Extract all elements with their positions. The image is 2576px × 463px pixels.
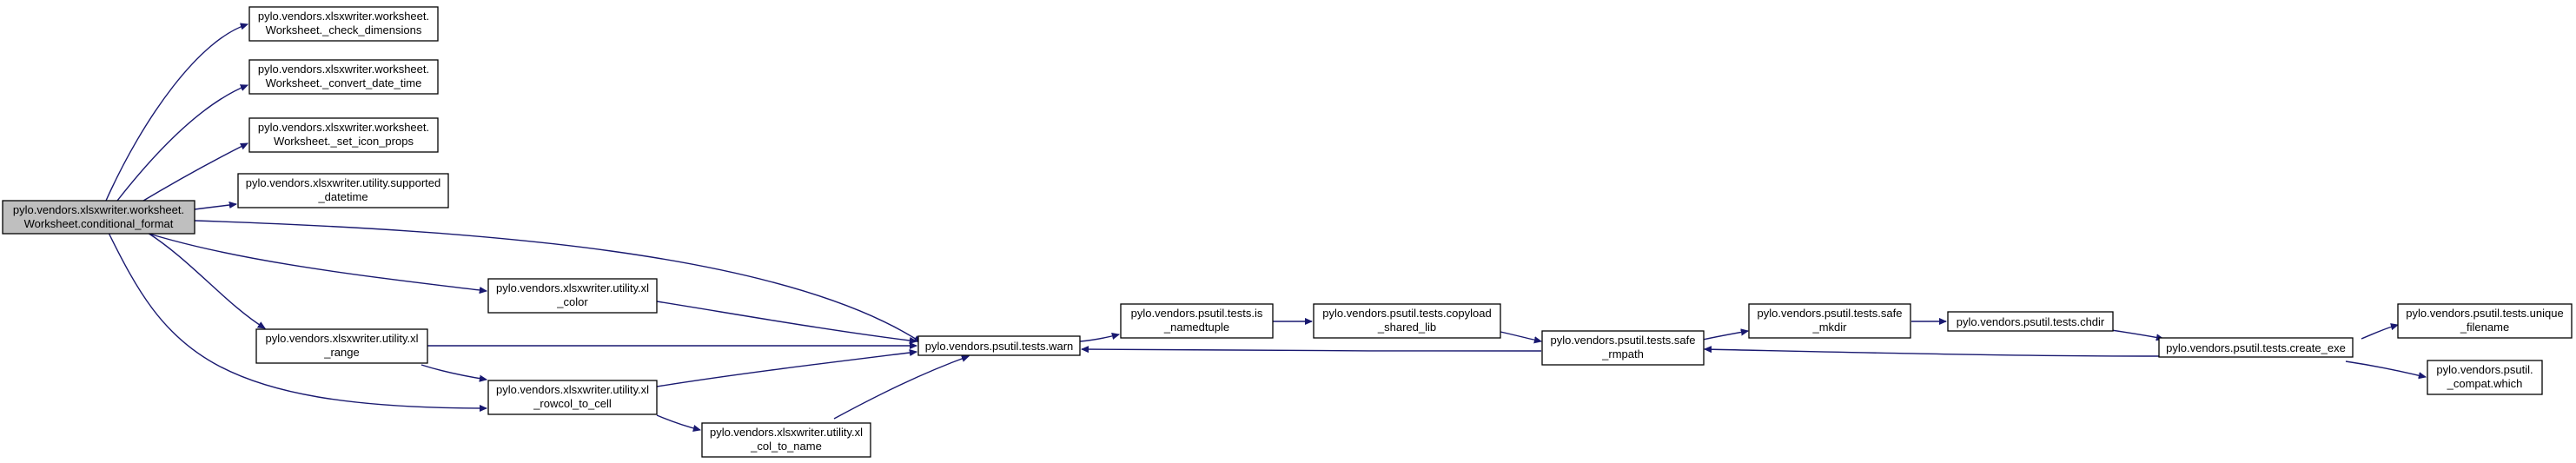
node-compat-which[interactable]: pylo.vendors.psutil. _compat.which bbox=[2427, 360, 2543, 395]
node-conditional-format[interactable]: pylo.vendors.xlsxwriter.worksheet. Works… bbox=[2, 200, 195, 235]
edge-xl-range-to-xl-rowcol-to-cell bbox=[421, 364, 487, 380]
edge-conditional-format-to-check-dimensions bbox=[105, 24, 248, 202]
node-safe-rmpath[interactable]: pylo.vendors.psutil.tests.safe _rmpath bbox=[1541, 330, 1705, 366]
node-is-namedtuple-line-1: pylo.vendors.psutil.tests.is bbox=[1131, 307, 1263, 320]
edge-conditional-format-to-xl-color bbox=[129, 227, 487, 291]
node-copyload-shared-lib-line-1: pylo.vendors.psutil.tests.copyload bbox=[1322, 307, 1491, 320]
edge-xl-rowcol-to-cell-to-xl-col-to-name bbox=[656, 414, 700, 430]
edge-create-exe-to-compat-which bbox=[2345, 360, 2426, 377]
node-conditional-format-line-2: Worksheet.conditional_format bbox=[24, 217, 174, 230]
node-conditional-format-line-1: pylo.vendors.xlsxwriter.worksheet. bbox=[13, 203, 184, 216]
edge-create-exe-to-safe-rmpath bbox=[1705, 349, 2160, 357]
node-xl-color[interactable]: pylo.vendors.xlsxwriter.utility.xl _colo… bbox=[487, 278, 658, 314]
node-safe-mkdir-line-2: _mkdir bbox=[1811, 321, 1847, 334]
node-convert-date-time-line-2: Worksheet._convert_date_time bbox=[266, 76, 422, 89]
node-safe-rmpath-line-1: pylo.vendors.psutil.tests.safe bbox=[1551, 334, 1696, 347]
node-chdir[interactable]: pylo.vendors.psutil.tests.chdir bbox=[1947, 311, 2114, 332]
node-warn[interactable]: pylo.vendors.psutil.tests.warn bbox=[917, 335, 1081, 356]
node-warn-label: pylo.vendors.psutil.tests.warn bbox=[925, 340, 1074, 353]
node-xl-col-to-name[interactable]: pylo.vendors.xlsxwriter.utility.xl _col_… bbox=[701, 422, 871, 458]
node-safe-rmpath-line-2: _rmpath bbox=[1601, 347, 1644, 360]
node-safe-mkdir[interactable]: pylo.vendors.psutil.tests.safe _mkdir bbox=[1748, 303, 1911, 339]
edge-safe-rmpath-to-safe-mkdir bbox=[1702, 331, 1748, 341]
node-unique-filename-line-1: pylo.vendors.psutil.tests.unique bbox=[2406, 307, 2563, 320]
edge-conditional-format-to-set-icon-props bbox=[138, 142, 248, 204]
edge-conditional-format-to-supported-datetime bbox=[194, 204, 236, 210]
node-set-icon-props-line-1: pylo.vendors.xlsxwriter.worksheet. bbox=[258, 121, 429, 134]
edges bbox=[105, 24, 2426, 430]
node-xl-color-line-2: _color bbox=[556, 295, 588, 308]
node-xl-rowcol-to-cell-line-2: _rowcol_to_cell bbox=[533, 397, 612, 410]
node-safe-mkdir-line-1: pylo.vendors.psutil.tests.safe bbox=[1758, 307, 1903, 320]
node-supported-datetime[interactable]: pylo.vendors.xlsxwriter.utility.supporte… bbox=[237, 173, 449, 208]
edge-xl-col-to-name-to-warn bbox=[833, 356, 969, 420]
node-convert-date-time[interactable]: pylo.vendors.xlsxwriter.worksheet. Works… bbox=[248, 59, 439, 95]
node-check-dimensions[interactable]: pylo.vendors.xlsxwriter.worksheet. Works… bbox=[248, 6, 439, 42]
node-is-namedtuple[interactable]: pylo.vendors.psutil.tests.is _namedtuple bbox=[1120, 303, 1274, 339]
node-is-namedtuple-line-2: _namedtuple bbox=[1163, 321, 1229, 334]
node-check-dimensions-line-1: pylo.vendors.xlsxwriter.worksheet. bbox=[258, 10, 429, 23]
node-copyload-shared-lib-line-2: _shared_lib bbox=[1377, 321, 1436, 334]
edge-xl-color-to-warn bbox=[656, 301, 917, 341]
node-xl-color-line-1: pylo.vendors.xlsxwriter.utility.xl bbox=[496, 281, 649, 294]
node-xl-rowcol-to-cell-line-1: pylo.vendors.xlsxwriter.utility.xl bbox=[496, 383, 649, 396]
edge-xl-rowcol-to-cell-to-warn bbox=[656, 352, 917, 387]
node-xl-col-to-name-line-2: _col_to_name bbox=[750, 440, 822, 453]
node-supported-datetime-line-1: pylo.vendors.xlsxwriter.utility.supporte… bbox=[246, 176, 440, 189]
node-set-icon-props[interactable]: pylo.vendors.xlsxwriter.worksheet. Works… bbox=[248, 117, 439, 153]
node-xl-rowcol-to-cell[interactable]: pylo.vendors.xlsxwriter.utility.xl _rowc… bbox=[487, 380, 658, 415]
node-unique-filename[interactable]: pylo.vendors.psutil.tests.unique _filena… bbox=[2397, 303, 2573, 339]
edge-create-exe-to-unique-filename bbox=[2361, 325, 2398, 340]
node-create-exe-label: pylo.vendors.psutil.tests.create_exe bbox=[2166, 341, 2346, 354]
edge-conditional-format-to-convert-date-time bbox=[116, 85, 248, 202]
node-xl-col-to-name-line-1: pylo.vendors.xlsxwriter.utility.xl bbox=[710, 426, 863, 439]
edge-copyload-shared-lib-to-safe-rmpath bbox=[1500, 331, 1541, 341]
edge-conditional-format-to-xl-range bbox=[147, 232, 265, 329]
node-compat-which-line-1: pylo.vendors.psutil. bbox=[2436, 363, 2533, 376]
node-xl-range-line-1: pylo.vendors.xlsxwriter.utility.xl bbox=[265, 332, 418, 345]
node-check-dimensions-line-2: Worksheet._check_dimensions bbox=[266, 23, 422, 36]
node-chdir-label: pylo.vendors.psutil.tests.chdir bbox=[1957, 315, 2105, 328]
edge-conditional-format-to-warn bbox=[194, 220, 921, 342]
node-set-icon-props-line-2: Worksheet._set_icon_props bbox=[274, 135, 414, 148]
node-xl-range[interactable]: pylo.vendors.xlsxwriter.utility.xl _rang… bbox=[255, 328, 428, 364]
node-create-exe[interactable]: pylo.vendors.psutil.tests.create_exe bbox=[2158, 337, 2354, 358]
edge-conditional-format-to-xl-rowcol-to-cell bbox=[108, 232, 487, 408]
edge-chdir-to-create-exe bbox=[2110, 329, 2163, 339]
node-supported-datetime-line-2: _datetime bbox=[317, 190, 368, 203]
edge-safe-rmpath-to-warn bbox=[1082, 349, 1542, 351]
node-xl-range-line-2: _range bbox=[323, 346, 359, 359]
edge-warn-to-is-namedtuple bbox=[1079, 334, 1119, 342]
node-compat-which-line-2: _compat.which bbox=[2447, 377, 2523, 390]
node-copyload-shared-lib[interactable]: pylo.vendors.psutil.tests.copyload _shar… bbox=[1313, 303, 1501, 339]
node-unique-filename-line-2: _filename bbox=[2460, 321, 2509, 334]
node-convert-date-time-line-1: pylo.vendors.xlsxwriter.worksheet. bbox=[258, 63, 429, 76]
